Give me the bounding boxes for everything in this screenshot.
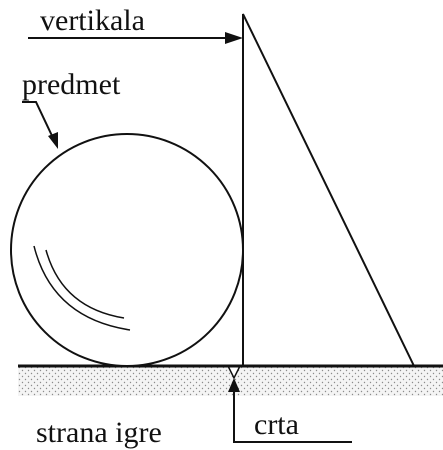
crta-arrow-line bbox=[233, 388, 352, 443]
predmet-arrow-line bbox=[22, 101, 55, 141]
vertikala-label: vertikala bbox=[40, 4, 145, 37]
strana-igre-label: strana igre bbox=[36, 416, 162, 449]
vertikala-arrow-head bbox=[225, 32, 243, 44]
predmet-arrow-head bbox=[48, 132, 58, 149]
crta-arrow-head bbox=[228, 378, 240, 392]
ball-object bbox=[10, 133, 244, 367]
vertical-triangle bbox=[242, 13, 415, 367]
predmet-label: predmet bbox=[22, 68, 121, 101]
ball-highlight-inner bbox=[45, 249, 125, 319]
crta-label: crta bbox=[254, 408, 299, 441]
ball-highlight-outer bbox=[33, 245, 131, 331]
